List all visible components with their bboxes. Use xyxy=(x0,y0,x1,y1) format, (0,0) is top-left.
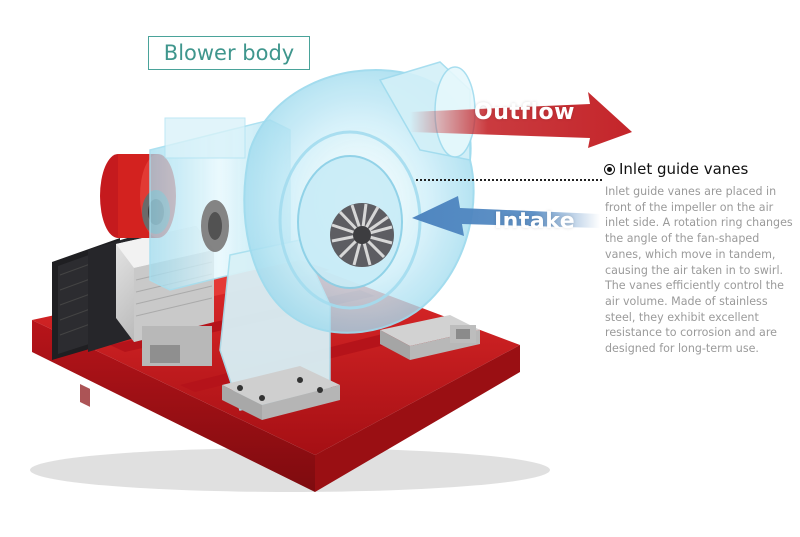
intake-label: Intake xyxy=(494,209,576,234)
callout-leader-line xyxy=(416,179,602,181)
title-text: Blower body xyxy=(163,41,295,65)
intake-arrow xyxy=(412,196,600,236)
callout-body: Inlet guide vanes are placed in front of… xyxy=(605,185,793,356)
impeller xyxy=(330,203,394,267)
callout-heading: Inlet guide vanes xyxy=(604,160,748,178)
outflow-arrow xyxy=(410,92,632,148)
fan-casing xyxy=(243,61,476,334)
outflow-label: Outflow xyxy=(474,100,575,125)
title-box: Blower body xyxy=(148,36,310,70)
bullet-icon xyxy=(604,163,615,175)
callout-heading-text: Inlet guide vanes xyxy=(619,160,749,178)
support-foot xyxy=(380,315,480,360)
